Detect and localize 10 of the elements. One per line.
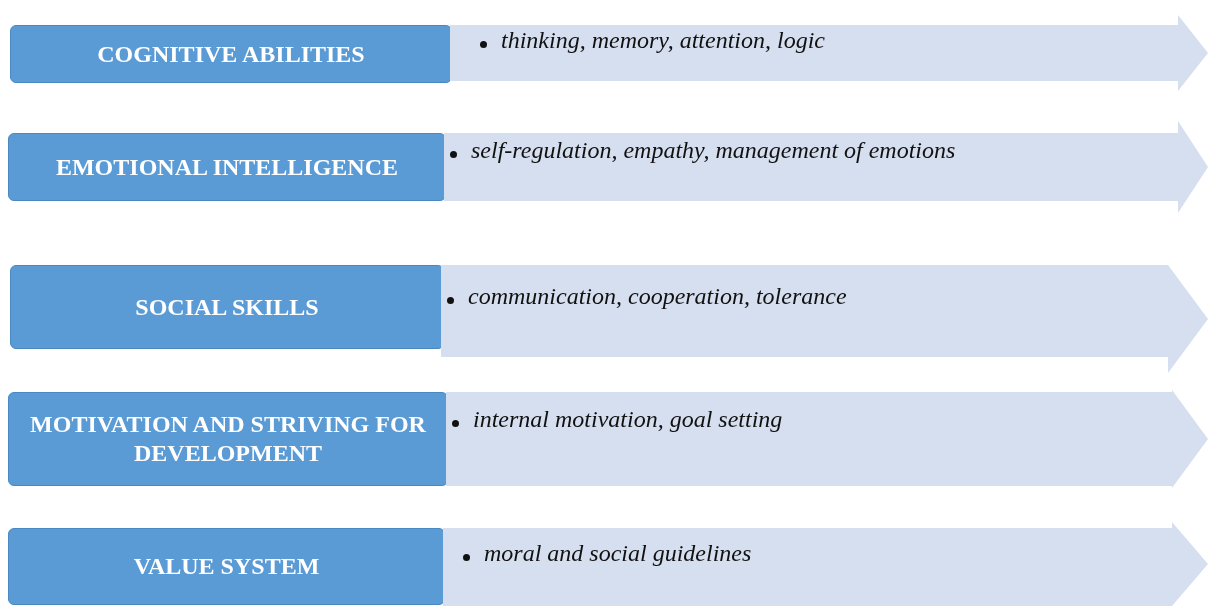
category-box: EMOTIONAL INTELLIGENCE bbox=[8, 133, 446, 201]
category-box: SOCIAL SKILLS bbox=[10, 265, 444, 349]
bullet-text: self-regulation, empathy, management of emotions bbox=[471, 137, 956, 164]
bullet-text: thinking, memory, attention, logic bbox=[501, 27, 825, 54]
category-box: VALUE SYSTEM bbox=[8, 528, 445, 605]
bullet-text: moral and social guidelines bbox=[484, 540, 752, 567]
category-box: COGNITIVE ABILITIES bbox=[10, 25, 452, 83]
bullet-text: internal motivation, goal setting bbox=[473, 406, 783, 433]
category-box: MOTIVATION AND STRIVING FOR DEVELOPMENT bbox=[8, 392, 448, 486]
bullet-text: communication, cooperation, tolerance bbox=[468, 283, 847, 310]
